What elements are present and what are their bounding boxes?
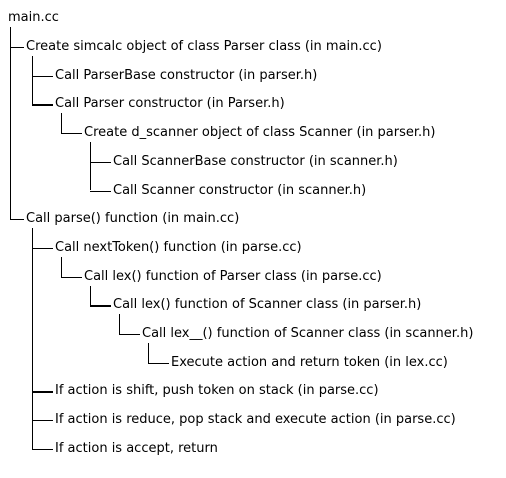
tree-node-label: If action is reduce, pop stack and execu… [55,412,456,428]
tree-node-label: Create d_scanner object of class Scanner… [84,125,436,141]
tree-connector-line [90,161,111,164]
tree-connector-line [10,219,24,221]
tree-connector-line [32,391,53,393]
tree-node-label: Call nextToken() function (in parse.cc) [55,239,302,255]
tree-node-label: If action is shift, push token on stack … [55,383,379,399]
tree-branch-line [61,256,63,277]
tree-connector-line [90,190,111,192]
tree-connector-line [61,133,82,135]
tree-node-label: Call ParserBase constructor (in parser.h… [55,67,318,83]
tree-node-label: Call ScannerBase constructor (in scanner… [113,153,398,169]
tree-node-label: Call Scanner constructor (in scanner.h) [113,182,367,198]
tree-node-label: Call lex__() function of Scanner class (… [142,326,474,341]
tree-node-label: If action is accept, return [55,440,218,456]
tree-node-label: Call parse() function (in main.cc) [26,211,240,227]
tree-connector-line [32,104,53,106]
tree-branch-line [32,56,34,105]
tree-connector-line [148,362,169,364]
tree-branch-line [32,228,34,449]
tree-node-label: Execute action and return token (in lex.… [171,354,448,370]
tree-connector-line [119,334,140,336]
tree-branch-line [119,314,121,334]
tree-node-label: Call lex() function of Scanner class (in… [113,297,422,313]
tree-connector-line [90,305,111,307]
tree-connector-line [32,420,53,422]
tree-connector-line [61,276,82,278]
tree-branch-line [90,142,92,191]
tree-connector-line [10,47,24,49]
tree-branch-line [148,343,150,363]
tree-root-label: main.cc [8,10,59,25]
tree-node-label: Create simcalc object of class Parser cl… [26,39,382,54]
tree-branch-line [61,113,63,134]
tree-node-label: Call Parser constructor (in Parser.h) [55,96,285,112]
tree-connector-line [32,75,53,77]
tree-branch-line [90,285,92,306]
tree-connector-line [32,448,53,451]
tree-branch-line [10,27,12,220]
tree-connector-line [32,247,53,250]
tree-node-label: Call lex() function of Parser class (in … [84,268,382,284]
